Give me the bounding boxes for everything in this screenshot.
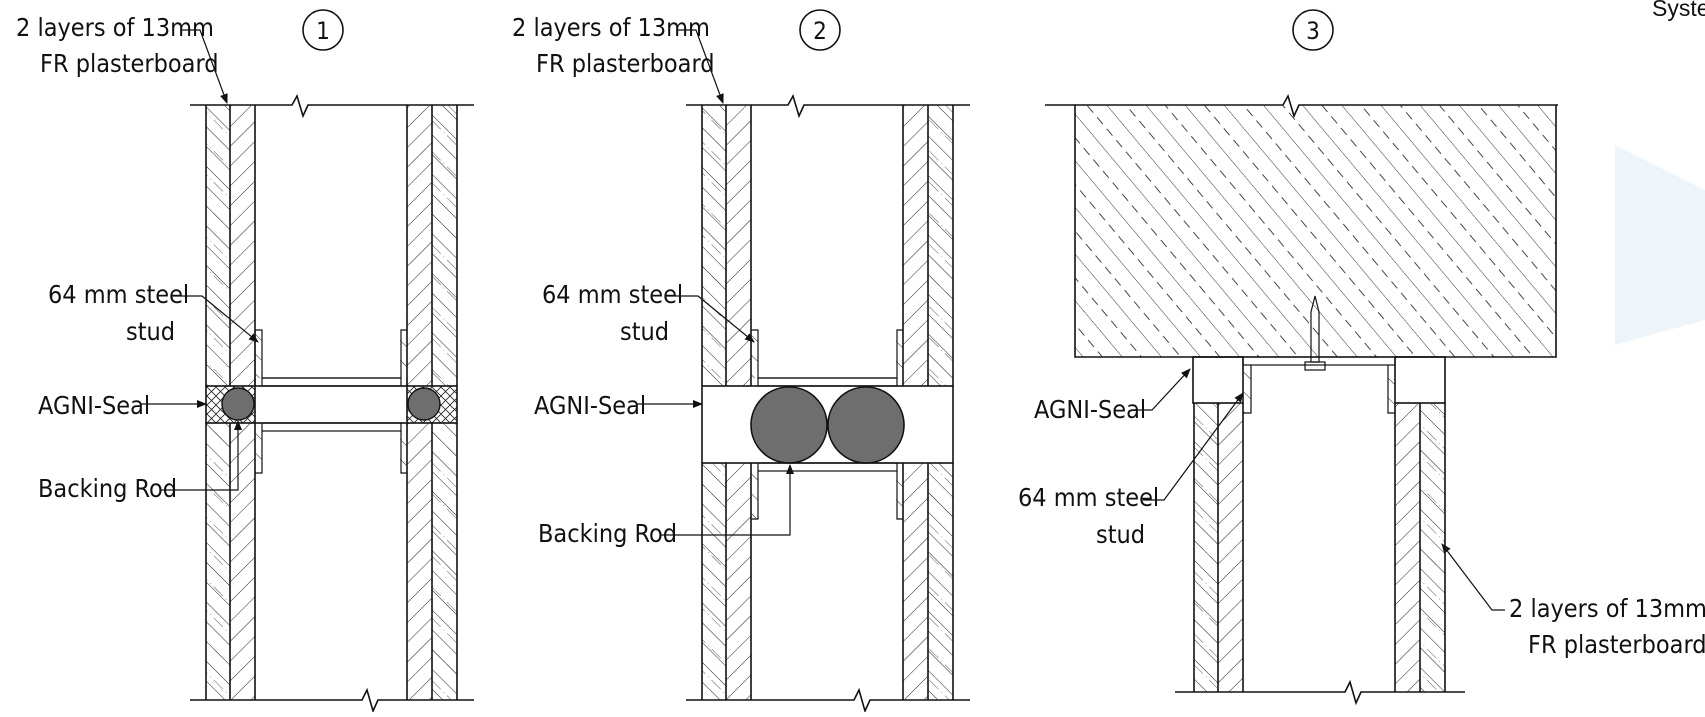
detail-3-number-circle <box>1292 9 1334 51</box>
detail-2-backing-rod-label: Backing Rod <box>538 519 677 548</box>
detail-2-seal-label: AGNI-Seal <box>534 391 646 420</box>
fixing-anchor <box>1304 295 1326 371</box>
plasterboard-left <box>701 105 752 700</box>
system-id: System ID# FC836 <box>1652 0 1705 21</box>
backing-rod-left <box>750 386 828 464</box>
plasterboard-right <box>1394 403 1446 692</box>
detail-2-stud-leader <box>666 295 755 343</box>
steel-stud <box>751 329 903 520</box>
detail-1-seal-label: AGNI-Seal <box>38 391 150 420</box>
watermark-shape <box>1615 145 1705 345</box>
detail-1-stud-label-line1: 64 mm steel <box>48 280 189 309</box>
detail-3: 3 <box>1018 9 1705 706</box>
detail-2: 2 <box>512 9 970 714</box>
detail-3-number: 3 <box>1306 17 1320 45</box>
detail-3-stud-leader <box>1143 392 1244 501</box>
break-line-bottom <box>686 687 970 714</box>
steel-track <box>1242 356 1396 414</box>
agni-seal-right <box>1394 356 1446 404</box>
detail-1-number: 1 <box>316 17 330 45</box>
detail-1-plasterboard-label-line2: FR plasterboard <box>40 49 219 78</box>
detail-1-plasterboard-leader <box>182 29 228 104</box>
detail-3-plasterboard-label-line1: 2 layers of 13mm <box>1509 594 1705 623</box>
agni-seal-left <box>1192 356 1244 404</box>
break-line-bottom <box>1175 679 1465 706</box>
plasterboard-left <box>1193 403 1244 692</box>
detail-1-stud-leader <box>172 295 259 343</box>
detail-2-number: 2 <box>813 17 827 45</box>
break-line-bottom <box>190 687 474 714</box>
plasterboard-right <box>902 105 954 700</box>
detail-1-backing-rod-leader <box>160 420 242 491</box>
break-line-top <box>190 93 474 119</box>
detail-2-backing-rod-leader <box>660 464 794 536</box>
detail-1: 1 <box>16 9 474 714</box>
detail-2-stud-label-line1: 64 mm steel <box>542 280 683 309</box>
backing-rod-left <box>221 387 255 421</box>
plasterboard-left <box>205 105 256 700</box>
break-line-top <box>686 93 970 119</box>
detail-3-seal-label: AGNI-Seal <box>1034 395 1146 424</box>
steel-stud <box>254 329 408 474</box>
backing-rod-right <box>407 387 441 421</box>
detail-2-number-circle <box>799 9 841 51</box>
detail-3-stud-label-line2: stud <box>1096 520 1145 549</box>
plasterboard-right <box>406 105 458 700</box>
detail-1-plasterboard-label-line1: 2 layers of 13mm <box>16 13 214 42</box>
detail-3-stud-label-line1: 64 mm steel <box>1018 483 1159 512</box>
backing-rod-right <box>827 386 905 464</box>
detail-1-backing-rod-label: Backing Rod <box>38 474 177 503</box>
detail-3-plasterboard-leader <box>1441 543 1505 611</box>
detail-2-stud-label-line2: stud <box>620 317 669 346</box>
concrete-slab <box>1075 105 1556 357</box>
detail-2-plasterboard-label-line1: 2 layers of 13mm <box>512 13 710 42</box>
detail-2-plasterboard-label-line2: FR plasterboard <box>536 49 715 78</box>
detail-2-plasterboard-leader <box>678 29 724 104</box>
detail-1-stud-label-line2: stud <box>126 317 175 346</box>
detail-3-seal-leader <box>1135 368 1191 411</box>
detail-3-plasterboard-label-line2: FR plasterboard <box>1528 630 1705 659</box>
detail-1-number-circle <box>302 9 344 51</box>
